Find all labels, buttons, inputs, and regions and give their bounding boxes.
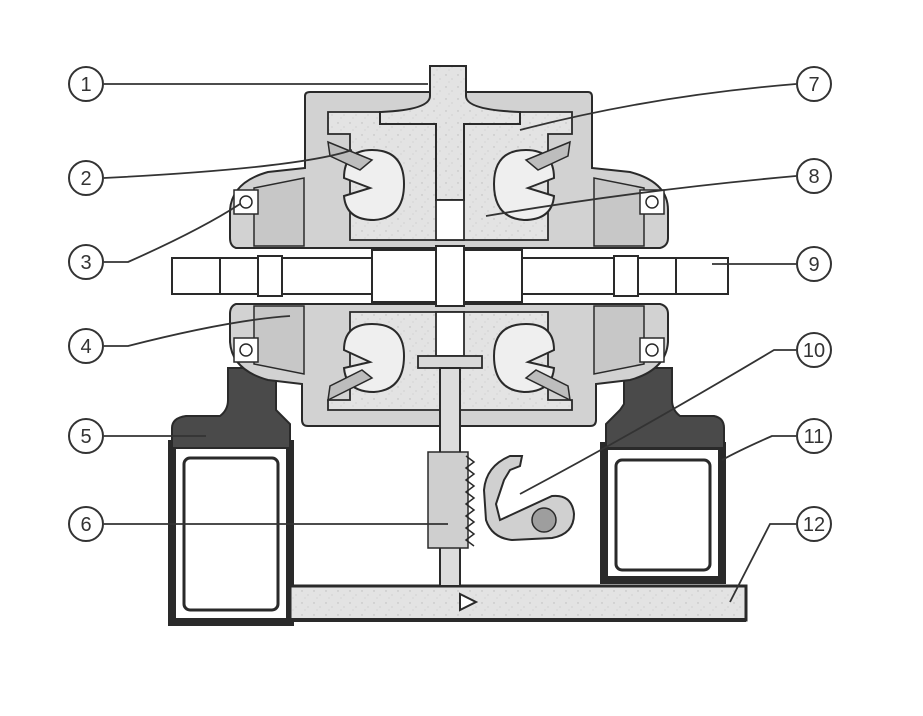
callout-9: 9 [796,246,832,282]
lower-turbine-right [492,322,571,402]
callout-5: 5 [68,418,104,454]
svg-text:2: 2 [80,168,91,190]
pawl-pivot [531,507,557,533]
svg-text:6: 6 [80,514,91,536]
callout-10: 10 [796,332,832,368]
right-dark-pedestal [605,367,725,449]
callout-11: 11 [796,418,832,454]
callout-12: 12 [796,506,832,542]
shaft-collar [417,355,483,369]
shaft-neck-upper [435,199,465,241]
shaft-neck-lower [435,311,465,357]
control-rod [427,367,576,612]
left-bearing-housing [253,177,305,247]
callout-6: 6 [68,506,104,542]
callout-4: 4 [68,328,104,364]
right-mount-inner [614,458,712,572]
callout-8: 8 [796,158,832,194]
bearing-bottom-left [233,337,259,363]
rack [427,451,469,549]
callout-3: 3 [68,244,104,280]
svg-text:5: 5 [80,426,91,448]
upper-turbine-right [492,140,571,222]
svg-text:4: 4 [80,336,91,358]
svg-text:10: 10 [803,340,825,362]
pawl-lever [482,455,576,542]
svg-text:12: 12 [803,514,825,536]
svg-text:11: 11 [804,426,825,448]
output-shaft [171,245,729,307]
callout-2: 2 [68,160,104,196]
lower-turbine-left [327,322,406,402]
right-bearing-housing [593,177,645,247]
bottom-rail [288,584,748,622]
svg-text:9: 9 [808,254,819,276]
housing [229,65,669,427]
svg-text:3: 3 [80,252,91,274]
right-bearing-housing-lower [593,305,645,375]
svg-text:8: 8 [808,166,819,188]
callouts: 1 2 3 4 5 6 7 8 9 10 11 12 [68,66,832,542]
callout-7: 7 [796,66,832,102]
upper-turbine-left [327,140,406,222]
input-shaft-top [379,65,521,201]
left-mount-inner [182,456,280,612]
bearing-top-left [233,189,259,215]
svg-text:1: 1 [80,74,91,96]
base-assembly [168,367,748,626]
callout-1: 1 [68,66,104,102]
svg-text:7: 7 [808,74,819,96]
bearing-top-right [639,189,665,215]
leader-lines [103,83,797,603]
rod-tip-marker [459,592,479,612]
bearing-bottom-right [639,337,665,363]
left-dark-pedestal [171,367,291,449]
